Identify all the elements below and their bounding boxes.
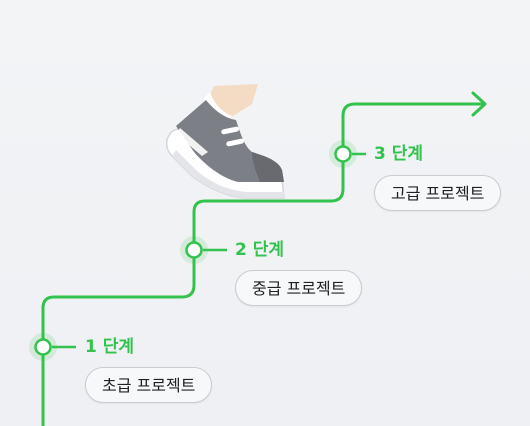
beginner-project-tag: 초급 프로젝트 (85, 367, 213, 403)
stair-path-line (41, 102, 486, 426)
advanced-project-tag: 고급 프로젝트 (374, 175, 502, 211)
step-3-node (329, 140, 357, 168)
step-1-node (29, 333, 57, 361)
step-3-label: 3 단계 (374, 144, 424, 164)
step-2-label: 2 단계 (235, 240, 285, 260)
step-1-label: 1 단계 (85, 337, 135, 357)
step-2-node (180, 236, 208, 264)
sneaker-icon (165, 84, 285, 199)
arrowhead-icon (471, 91, 487, 117)
intermediate-project-tag: 중급 프로젝트 (235, 270, 363, 306)
